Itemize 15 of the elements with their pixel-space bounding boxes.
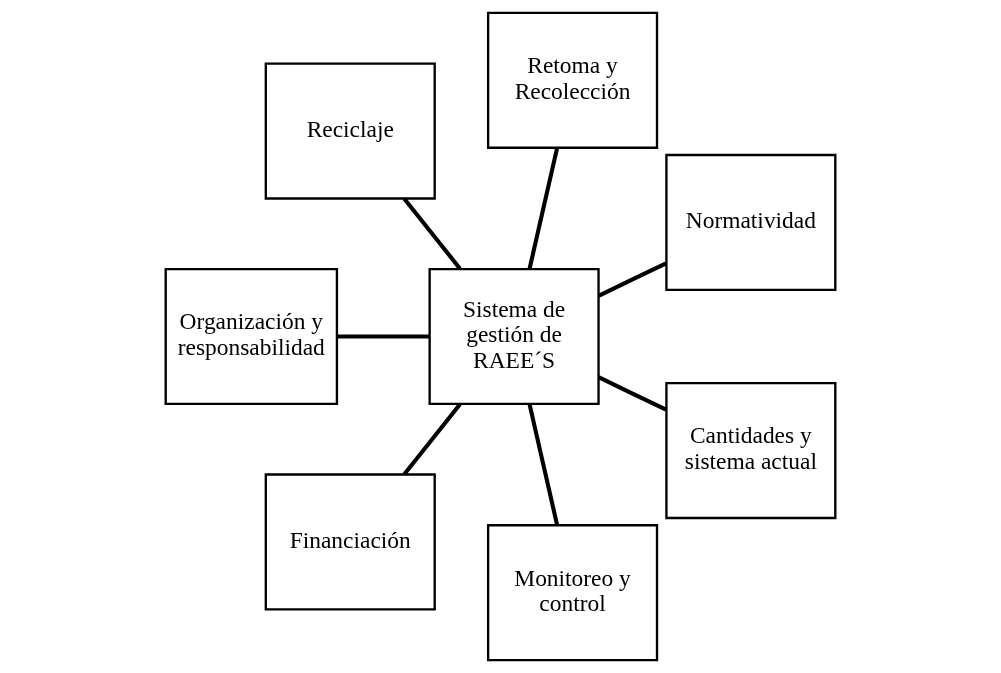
connector [337, 334, 430, 339]
connector [402, 197, 462, 270]
node-box: Financiación [264, 473, 436, 611]
node-box: Cantidades y sistema actual [665, 381, 837, 520]
node-box: Normatividad [665, 153, 837, 292]
node-box: Organización y responsabilidad [164, 267, 339, 406]
connector [597, 375, 667, 412]
node-box: Monitoreo y control [486, 524, 659, 662]
connector [527, 403, 560, 526]
connector [527, 147, 560, 270]
connector [402, 403, 462, 476]
node-box: Sistema de gestión de RAEE´S [428, 267, 600, 406]
connector [597, 261, 667, 298]
node-box: Reciclaje [264, 62, 436, 200]
node-box: Retoma y Recolección [486, 11, 659, 149]
